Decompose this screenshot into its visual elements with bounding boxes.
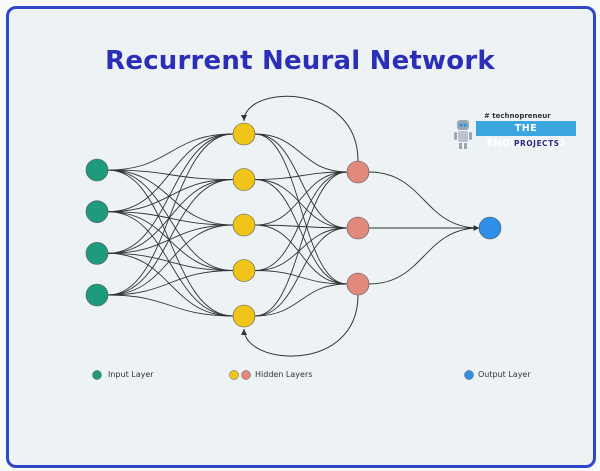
connection-edge	[107, 211, 234, 226]
legend	[92, 370, 474, 380]
nodes	[85, 122, 502, 328]
hidden-node-yellow	[232, 213, 256, 237]
connection-edge	[107, 224, 234, 254]
connection-edge	[254, 133, 348, 173]
connection-edge	[254, 133, 348, 229]
input-node	[85, 283, 109, 307]
connection-edge	[368, 225, 480, 285]
connection-edge	[254, 171, 348, 317]
connection-edge	[107, 133, 234, 213]
hidden-node-yellow	[232, 168, 256, 191]
diagram-title: Recurrent Neural Network	[105, 46, 495, 76]
input-node	[85, 158, 109, 182]
input-node	[85, 242, 109, 265]
input-node	[85, 200, 109, 223]
connection-edge	[254, 179, 348, 285]
engineering-projects-logo: # technopreneur THE ENGINEERING PROJECTS	[452, 112, 582, 158]
legend-input-dot	[92, 370, 102, 380]
logo-subtitle: PROJECTS	[514, 139, 560, 148]
legend-input-label: Input Layer	[108, 370, 154, 379]
connection-edge	[107, 224, 234, 296]
legend-output-label: Output Layer	[478, 370, 531, 379]
connection-edge	[107, 179, 234, 296]
hidden-node-yellow	[232, 304, 256, 328]
connection-edge	[107, 179, 234, 213]
connection-edge	[107, 169, 234, 180]
logo-tagline: # technopreneur	[484, 112, 551, 120]
connection-edge	[368, 171, 480, 231]
connection-edge	[107, 211, 234, 271]
connection-edge	[107, 252, 234, 271]
hidden-node-red	[346, 160, 370, 184]
hidden-node-yellow	[232, 122, 256, 146]
connections	[107, 133, 480, 317]
recurrent-connections	[241, 95, 359, 357]
connection-edge	[254, 171, 348, 180]
connection-edge	[107, 294, 234, 317]
logo-banner: THE ENGINEERING	[476, 121, 576, 149]
connection-edge	[107, 252, 234, 317]
connection-edge	[107, 133, 234, 296]
diagram-frame	[6, 6, 596, 468]
connection-edge	[107, 211, 234, 317]
connection-edge	[107, 179, 234, 254]
connection-edge	[254, 224, 348, 229]
connection-edge	[254, 133, 348, 285]
legend-hidden-dot-yellow	[229, 370, 239, 380]
connection-edge	[254, 227, 348, 317]
connection-edge	[254, 179, 348, 229]
connection-edge	[254, 171, 348, 271]
recurrent-loop-top	[241, 95, 359, 162]
connection-edge	[107, 169, 234, 271]
legend-hidden-dot-red	[241, 370, 251, 380]
recurrent-loop-bottom	[241, 294, 359, 357]
connection-edge	[254, 224, 348, 285]
robot-icon	[454, 120, 472, 149]
hidden-node-red	[346, 216, 370, 240]
legend-output-dot	[464, 370, 474, 380]
connection-edge	[107, 169, 234, 226]
output-node	[478, 216, 502, 240]
connection-edge	[254, 270, 348, 285]
connection-edge	[254, 227, 348, 271]
connection-edge	[254, 283, 348, 317]
connection-edge	[254, 171, 348, 226]
connection-edge	[107, 133, 234, 171]
hidden-node-yellow	[232, 259, 256, 282]
connection-edge	[107, 169, 234, 317]
connection-edge	[107, 270, 234, 296]
connection-edge	[107, 133, 234, 254]
hidden-node-red	[346, 272, 370, 296]
legend-hidden-label: Hidden Layers	[255, 370, 313, 379]
